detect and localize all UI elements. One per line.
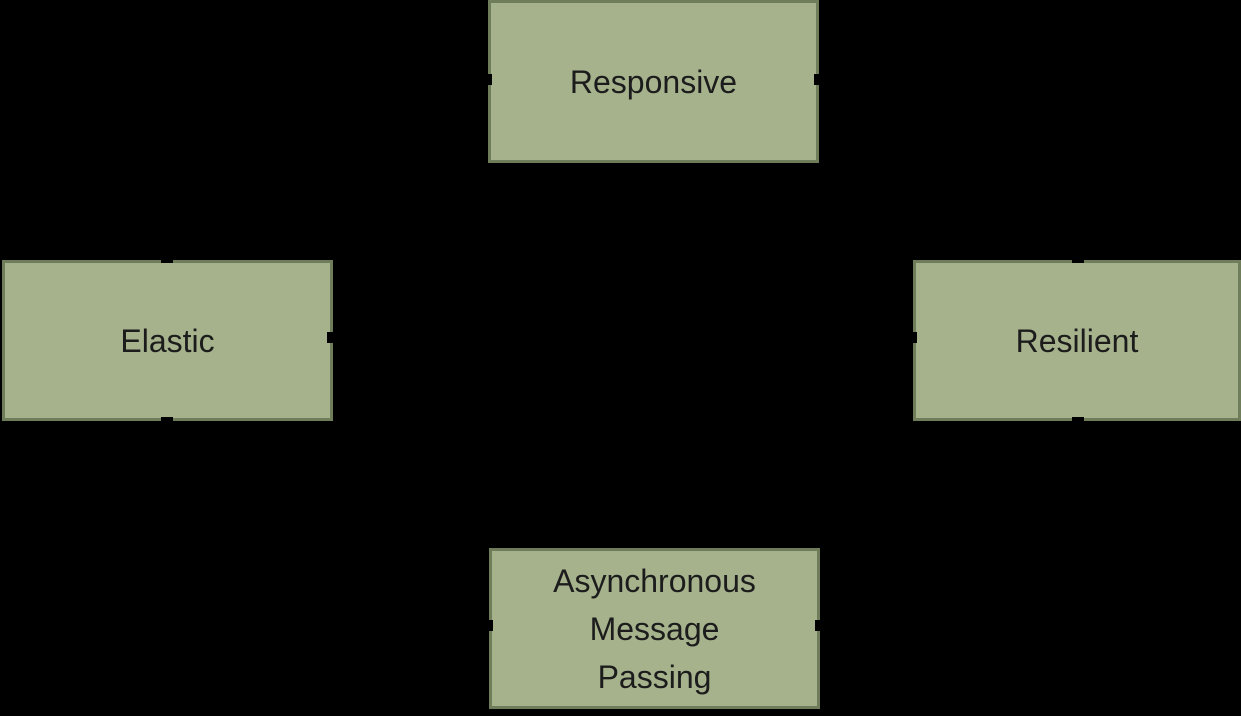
- node-elastic: Elastic: [2, 260, 333, 421]
- node-async-label-line-2: Message: [589, 610, 720, 647]
- node-responsive-label: Responsive: [569, 63, 738, 100]
- node-async-label-line-3: Passing: [597, 658, 712, 695]
- connector-endpoint-notch: [910, 332, 917, 343]
- connector-endpoint-notch: [161, 256, 173, 263]
- connector-endpoint-notch: [814, 74, 821, 85]
- node-resilient-label: Resilient: [1015, 322, 1139, 359]
- node-async-label-line-1: Asynchronous: [553, 562, 756, 599]
- connector-endpoint-notch: [486, 620, 493, 631]
- connector-endpoint-notch: [1072, 417, 1084, 424]
- node-asynchronous-message-passing: Asynchronous Message Passing: [489, 548, 820, 709]
- connector-endpoint-notch: [1072, 256, 1084, 263]
- connector-endpoint-notch: [161, 417, 173, 424]
- node-resilient: Resilient: [913, 260, 1241, 421]
- connector-endpoint-notch: [327, 332, 334, 343]
- connector-endpoint-notch: [815, 620, 822, 631]
- connector-endpoint-notch: [485, 74, 492, 85]
- node-responsive: Responsive: [488, 0, 819, 163]
- node-elastic-label: Elastic: [120, 322, 215, 359]
